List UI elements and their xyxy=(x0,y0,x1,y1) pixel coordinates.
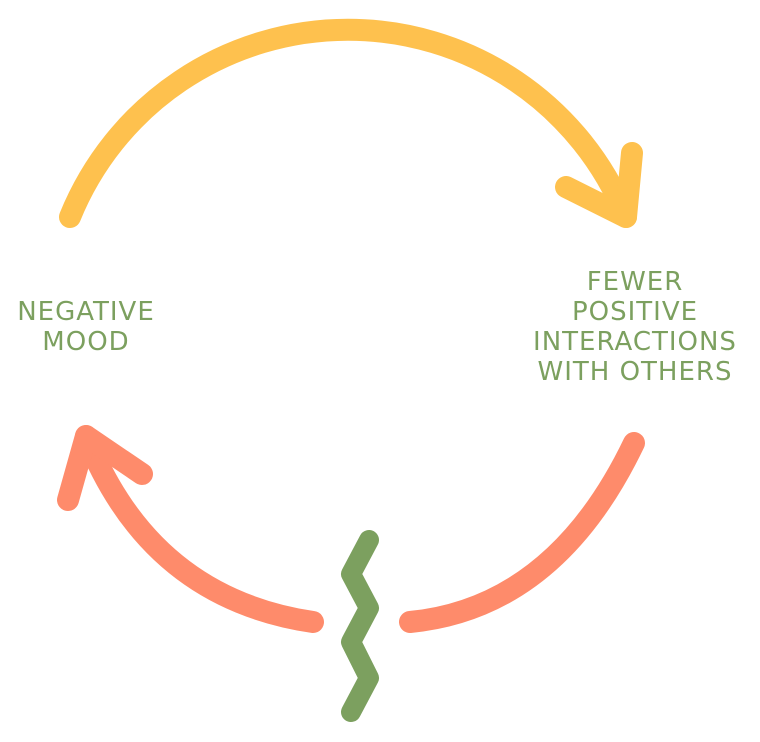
top-arrow-icon xyxy=(59,18,643,228)
fewer-positive-interactions-label: FEWER POSITIVE INTERACTIONS WITH OTHERS xyxy=(520,267,750,387)
bottom-arc-right xyxy=(399,432,645,633)
fewer-positive-line-1: FEWER xyxy=(586,267,684,297)
top-arrowhead xyxy=(555,142,643,228)
fewer-positive-line-2: POSITIVE xyxy=(571,297,699,327)
negative-mood-line-2: MOOD xyxy=(42,327,130,357)
bottom-arrowhead xyxy=(57,425,153,511)
zigzag-break-icon xyxy=(341,530,379,722)
negative-mood-line-1: NEGATIVE xyxy=(17,297,155,327)
top-arc xyxy=(59,18,637,228)
fewer-positive-line-4: WITH OTHERS xyxy=(537,357,733,387)
fewer-positive-line-3: INTERACTIONS xyxy=(533,327,737,357)
negative-mood-label: NEGATIVE MOOD xyxy=(0,297,172,357)
bottom-arrow-icon xyxy=(57,425,645,633)
bottom-arc-left xyxy=(75,425,324,633)
